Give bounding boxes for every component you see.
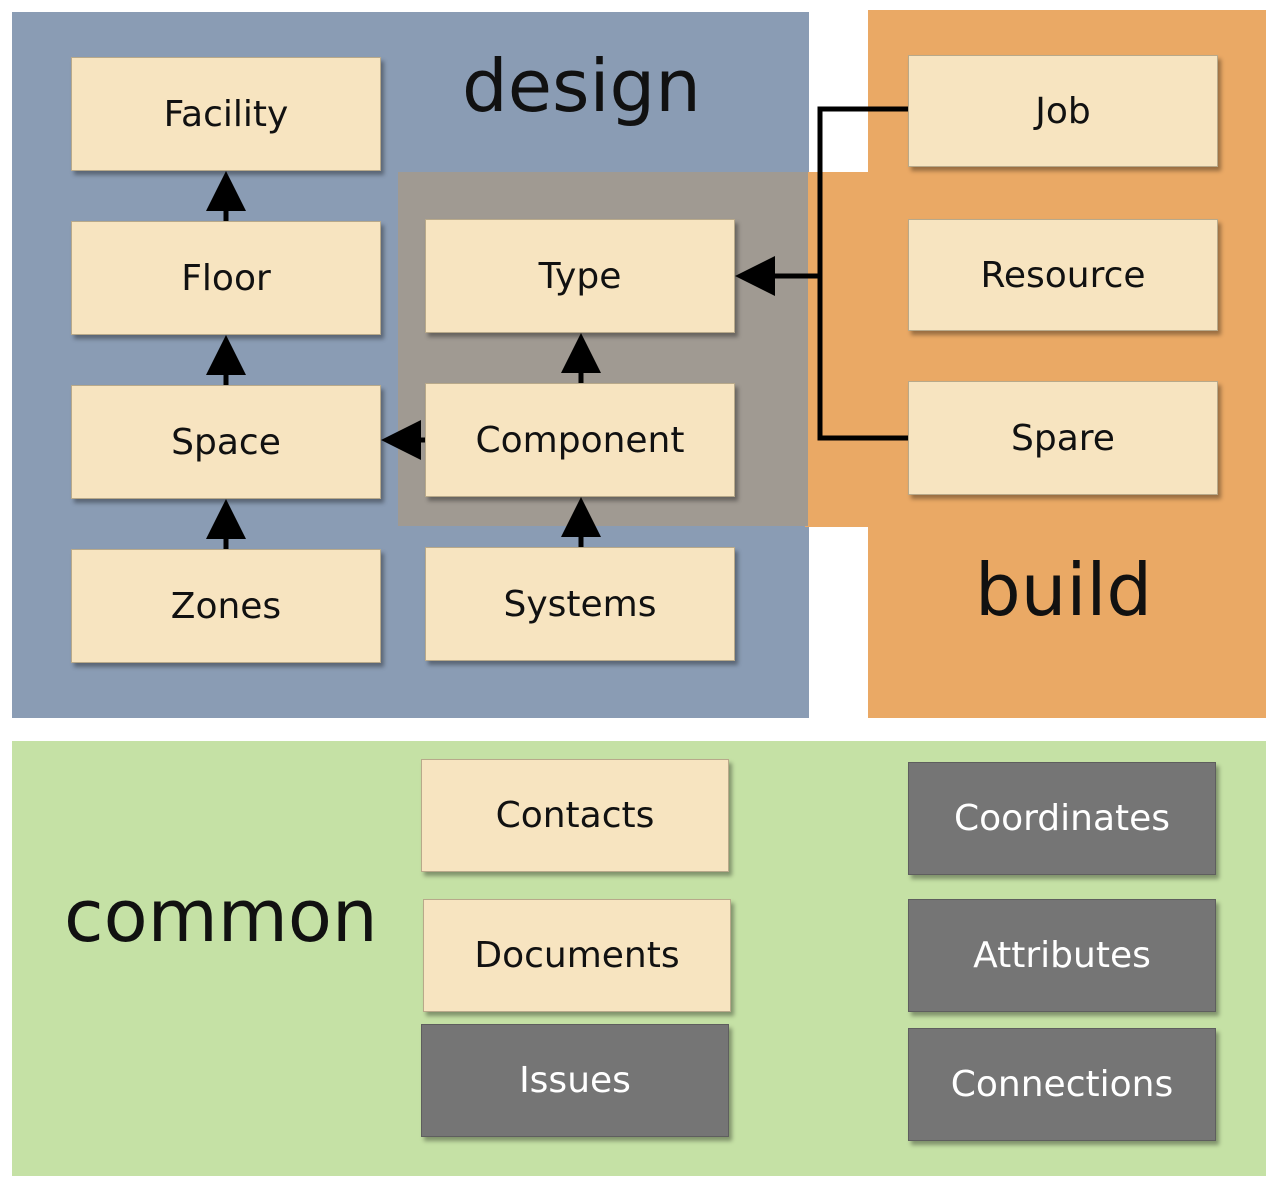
common-section-label: common bbox=[64, 874, 378, 958]
space-node: Space bbox=[71, 385, 381, 499]
component-node: Component bbox=[425, 383, 735, 497]
issues-node: Issues bbox=[421, 1024, 729, 1137]
attributes-node: Attributes bbox=[908, 899, 1216, 1012]
facility-node: Facility bbox=[71, 57, 381, 171]
spare-node: Spare bbox=[908, 381, 1218, 495]
build-region-overlap bbox=[805, 172, 875, 527]
contacts-node: Contacts bbox=[421, 759, 729, 872]
systems-node: Systems bbox=[425, 547, 735, 661]
build-section-label: build bbox=[975, 548, 1153, 632]
floor-node: Floor bbox=[71, 221, 381, 335]
connections-node: Connections bbox=[908, 1028, 1216, 1141]
coordinates-node: Coordinates bbox=[908, 762, 1216, 875]
documents-node: Documents bbox=[423, 899, 731, 1012]
type-node: Type bbox=[425, 219, 735, 333]
resource-node: Resource bbox=[908, 219, 1218, 331]
design-section-label: design bbox=[462, 44, 701, 128]
job-node: Job bbox=[908, 55, 1218, 167]
zones-node: Zones bbox=[71, 549, 381, 663]
